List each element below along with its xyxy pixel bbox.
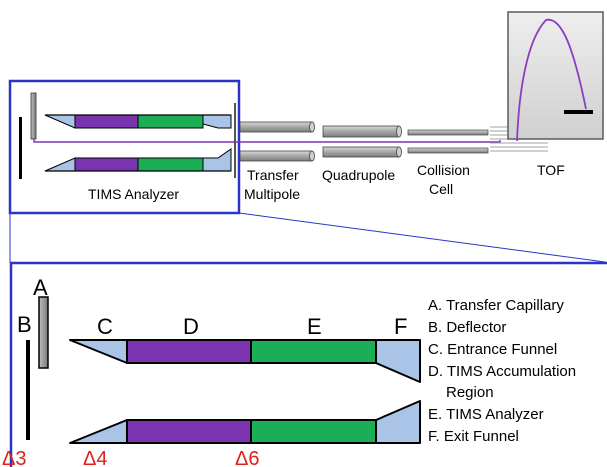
transfer-capillary (38, 296, 49, 369)
svg-text:F: F (394, 314, 407, 339)
svg-text:Cell: Cell (429, 181, 453, 197)
tims-tunnel-lower (69, 400, 421, 444)
tims-tunnel-upper (69, 339, 421, 383)
svg-text:A: A (33, 275, 48, 300)
svg-text:TIMS Analyzer: TIMS Analyzer (88, 186, 179, 202)
transfer-multipole (239, 121, 315, 162)
tims-analyzer-region-lower (250, 419, 377, 444)
mini-tims-tunnel-upper (44, 114, 232, 129)
delta-labels: Δ3 Δ4 Δ6 (2, 448, 259, 467)
svg-text:Collision: Collision (417, 162, 470, 178)
legend-item-d: D. TIMS Accumulation (428, 363, 576, 380)
tims-analyzer-box (8, 79, 241, 215)
quadrupole (322, 125, 402, 158)
legend-item-d-cont: Region (446, 384, 494, 401)
accumulation-region-upper (126, 339, 252, 364)
detail-frame (9, 261, 607, 467)
tof-label: TOF (537, 162, 565, 178)
deflector-letter: B (17, 312, 32, 337)
legend-item-e: E. TIMS Analyzer (428, 406, 544, 423)
exit-funnel-lower (375, 400, 421, 444)
mini-tims-tunnel-lower (44, 148, 232, 172)
collision-cell (407, 129, 489, 154)
collision-cell-label: Collision Cell (417, 162, 470, 197)
tims-analyzer-label: TIMS Analyzer (88, 186, 179, 202)
transfer-multipole-label: Transfer Multipole (244, 167, 300, 202)
transfer-capillary-letter: A (33, 275, 48, 300)
svg-text:D: D (183, 314, 199, 339)
exit-funnel-letter: F (394, 314, 407, 339)
legend-item-f: F. Exit Funnel (428, 428, 519, 445)
entrance-funnel-lower (69, 419, 128, 444)
tims-analyzer-letter: E (307, 314, 322, 339)
svg-text:Transfer: Transfer (247, 167, 299, 183)
svg-text:Multipole: Multipole (244, 186, 300, 202)
tims-analyzer-region-upper (250, 339, 377, 364)
mini-deflector (19, 117, 22, 179)
legend-item-b: B. Deflector (428, 319, 506, 336)
delta-4-label: Δ4 (83, 448, 107, 467)
svg-text:E: E (307, 314, 322, 339)
svg-text:C: C (97, 314, 113, 339)
svg-text:TOF: TOF (537, 162, 565, 178)
component-legend: A. Transfer Capillary B. Deflector C. En… (428, 297, 576, 445)
mini-capillary (30, 92, 37, 140)
legend-item-a: A. Transfer Capillary (428, 297, 564, 314)
entrance-funnel-upper (69, 339, 128, 364)
svg-text:Quadrupole: Quadrupole (322, 167, 395, 183)
exit-funnel-upper (375, 339, 421, 383)
delta-6-label: Δ6 (235, 448, 259, 467)
mini-ion-path (33, 139, 501, 143)
legend-item-c: C. Entrance Funnel (428, 341, 557, 358)
zoom-connector (9, 212, 606, 263)
deflector (26, 340, 30, 440)
accumulation-region-letter: D (183, 314, 199, 339)
delta-3-label: Δ3 (2, 448, 26, 467)
accumulation-region-lower (126, 419, 252, 444)
tof-analyzer (507, 11, 604, 142)
quadrupole-label: Quadrupole (322, 167, 395, 183)
mini-exit-plate (234, 103, 236, 178)
entrance-funnel-letter: C (97, 314, 113, 339)
svg-text:B: B (17, 312, 32, 337)
